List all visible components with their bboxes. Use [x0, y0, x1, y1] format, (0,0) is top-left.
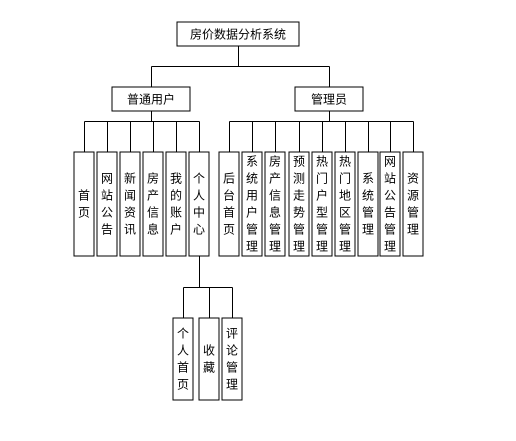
branch-node-user: 普通用户	[111, 86, 191, 112]
personal-module-favorites-label: 收藏	[203, 344, 215, 375]
user-module-home-label: 首页	[78, 189, 90, 220]
personal-module-favorites: 收藏	[198, 317, 220, 401]
admin-module-system-management-label: 系统管理	[362, 172, 374, 237]
root-node: 房价数据分析系统	[176, 21, 300, 47]
user-module-announcements: 网站公告	[96, 151, 118, 257]
admin-module-property-info: 房产信息管理	[264, 151, 286, 257]
user-module-home: 首页	[73, 151, 95, 257]
user-module-my-account-label: 我的账户	[170, 172, 182, 237]
root-node-label: 房价数据分析系统	[190, 27, 286, 42]
admin-module-popular-layouts: 热门户型管理	[311, 151, 333, 257]
user-module-personal-center-label: 个人中心	[193, 172, 205, 237]
admin-module-trend-forecast-label: 预测走势管理	[293, 155, 305, 254]
user-module-property-info-label: 房产信息	[147, 171, 159, 237]
admin-module-announcements-label: 网站公告管理	[384, 155, 396, 254]
branch-node-user-label: 普通用户	[127, 92, 175, 107]
admin-module-system-management: 系统管理	[357, 151, 379, 257]
admin-module-system-users-label: 系统用户管理	[246, 155, 258, 254]
admin-module-dashboard-label: 后台首页	[223, 172, 235, 237]
admin-module-popular-areas: 热门地区管理	[334, 151, 356, 257]
connector-lines	[84, 46, 414, 319]
personal-module-comments-label: 评论管理	[226, 327, 238, 392]
admin-module-property-info-label: 房产信息管理	[269, 154, 281, 254]
admin-module-system-users: 系统用户管理	[241, 151, 263, 257]
personal-module-home-label: 个人首页	[177, 327, 189, 392]
user-module-my-account: 我的账户	[165, 151, 187, 257]
admin-module-announcements: 网站公告管理	[379, 151, 401, 257]
admin-module-trend-forecast: 预测走势管理	[288, 151, 310, 257]
user-module-announcements-label: 网站公告	[101, 172, 113, 237]
user-module-news-label: 新闻资讯	[124, 171, 136, 237]
admin-module-popular-layouts-label: 热门户型管理	[316, 155, 328, 254]
user-module-personal-center: 个人中心	[188, 151, 210, 257]
admin-module-resources-label: 资源管理	[407, 172, 419, 237]
user-module-news: 新闻资讯	[119, 151, 141, 257]
admin-module-dashboard: 后台首页	[218, 151, 240, 257]
personal-module-comments: 评论管理	[221, 317, 243, 401]
branch-node-admin-label: 管理员	[311, 92, 347, 107]
user-module-property-info: 房产信息	[142, 151, 164, 257]
branch-node-admin: 管理员	[294, 86, 364, 112]
admin-module-popular-areas-label: 热门地区管理	[339, 155, 351, 254]
personal-module-home: 个人首页	[172, 317, 194, 401]
admin-module-resources: 资源管理	[402, 151, 424, 257]
